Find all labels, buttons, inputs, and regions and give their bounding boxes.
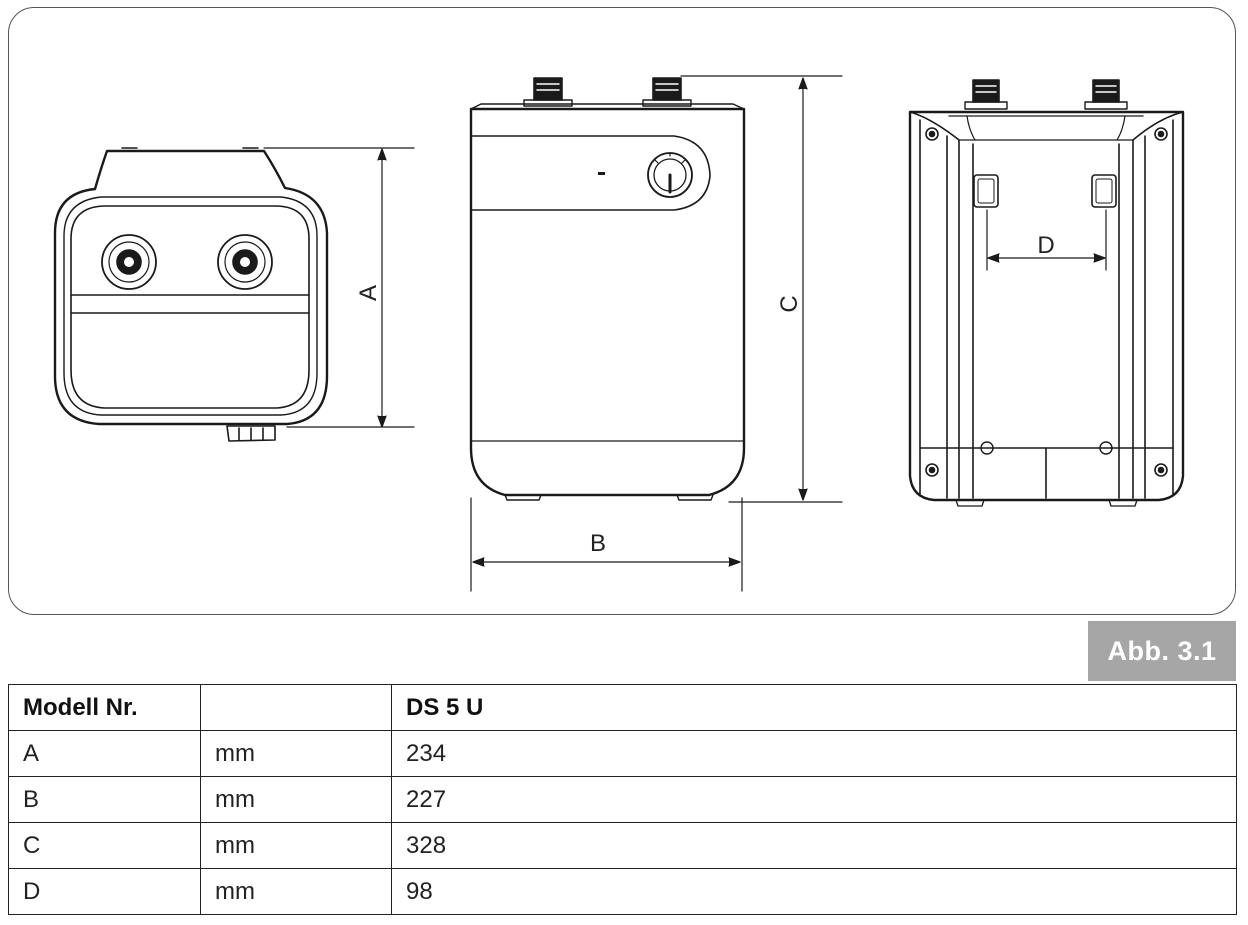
- specification-table: Modell Nr. DS 5 U A mm 234 B mm 227 C mm…: [8, 684, 1237, 915]
- pipe-connector-rear-left: [964, 79, 1008, 110]
- row-unit: mm: [200, 868, 392, 915]
- mounting-screw-bottom-left-icon: [925, 463, 939, 477]
- dimension-a: [263, 147, 415, 428]
- pipe-connection-right: [217, 234, 273, 290]
- front-view: B C: [469, 75, 843, 592]
- pipe-connector-front-left: [523, 77, 573, 107]
- top-view: A: [53, 147, 415, 442]
- pipe-connector-front-right: [642, 77, 692, 107]
- figure-label: Abb. 3.1: [1088, 621, 1236, 681]
- row-unit: mm: [200, 730, 392, 777]
- row-unit: mm: [200, 822, 392, 869]
- table-row: B mm 227: [8, 776, 1237, 823]
- dimension-c: [680, 75, 843, 503]
- header-model-value: DS 5 U: [391, 684, 1237, 731]
- pipe-connection-left: [101, 234, 157, 290]
- table-row: D mm 98: [8, 868, 1237, 915]
- row-unit: mm: [200, 776, 392, 823]
- header-unit: [200, 684, 392, 731]
- pipe-connector-rear-right: [1084, 79, 1128, 110]
- row-value: 227: [391, 776, 1237, 823]
- wall-bracket-left: [973, 174, 999, 208]
- mounting-screw-bottom-right-icon: [1154, 463, 1168, 477]
- row-name: A: [8, 730, 201, 777]
- dimension-c-label: C: [776, 295, 803, 312]
- mounting-screw-top-left-icon: [925, 127, 939, 141]
- row-name: B: [8, 776, 201, 823]
- thermostat-knob-icon: [647, 152, 693, 198]
- dimension-a-label: A: [355, 285, 382, 301]
- table-row: C mm 328: [8, 822, 1237, 869]
- dimension-d-label: D: [1037, 232, 1054, 259]
- header-model-label: Modell Nr.: [8, 684, 201, 731]
- dimension-b: [470, 497, 743, 592]
- row-name: C: [8, 822, 201, 869]
- row-name: D: [8, 868, 201, 915]
- row-value: 328: [391, 822, 1237, 869]
- row-value: 234: [391, 730, 1237, 777]
- table-header-row: Modell Nr. DS 5 U: [8, 684, 1237, 731]
- dimension-b-label: B: [590, 530, 606, 557]
- mounting-screw-top-right-icon: [1154, 127, 1168, 141]
- dimension-d: [986, 209, 1107, 271]
- technical-drawing-frame: A: [8, 7, 1236, 615]
- technical-drawing: A: [53, 75, 1185, 592]
- rear-view: D: [908, 79, 1185, 507]
- wall-bracket-right: [1091, 174, 1117, 208]
- row-value: 98: [391, 868, 1237, 915]
- table-row: A mm 234: [8, 730, 1237, 777]
